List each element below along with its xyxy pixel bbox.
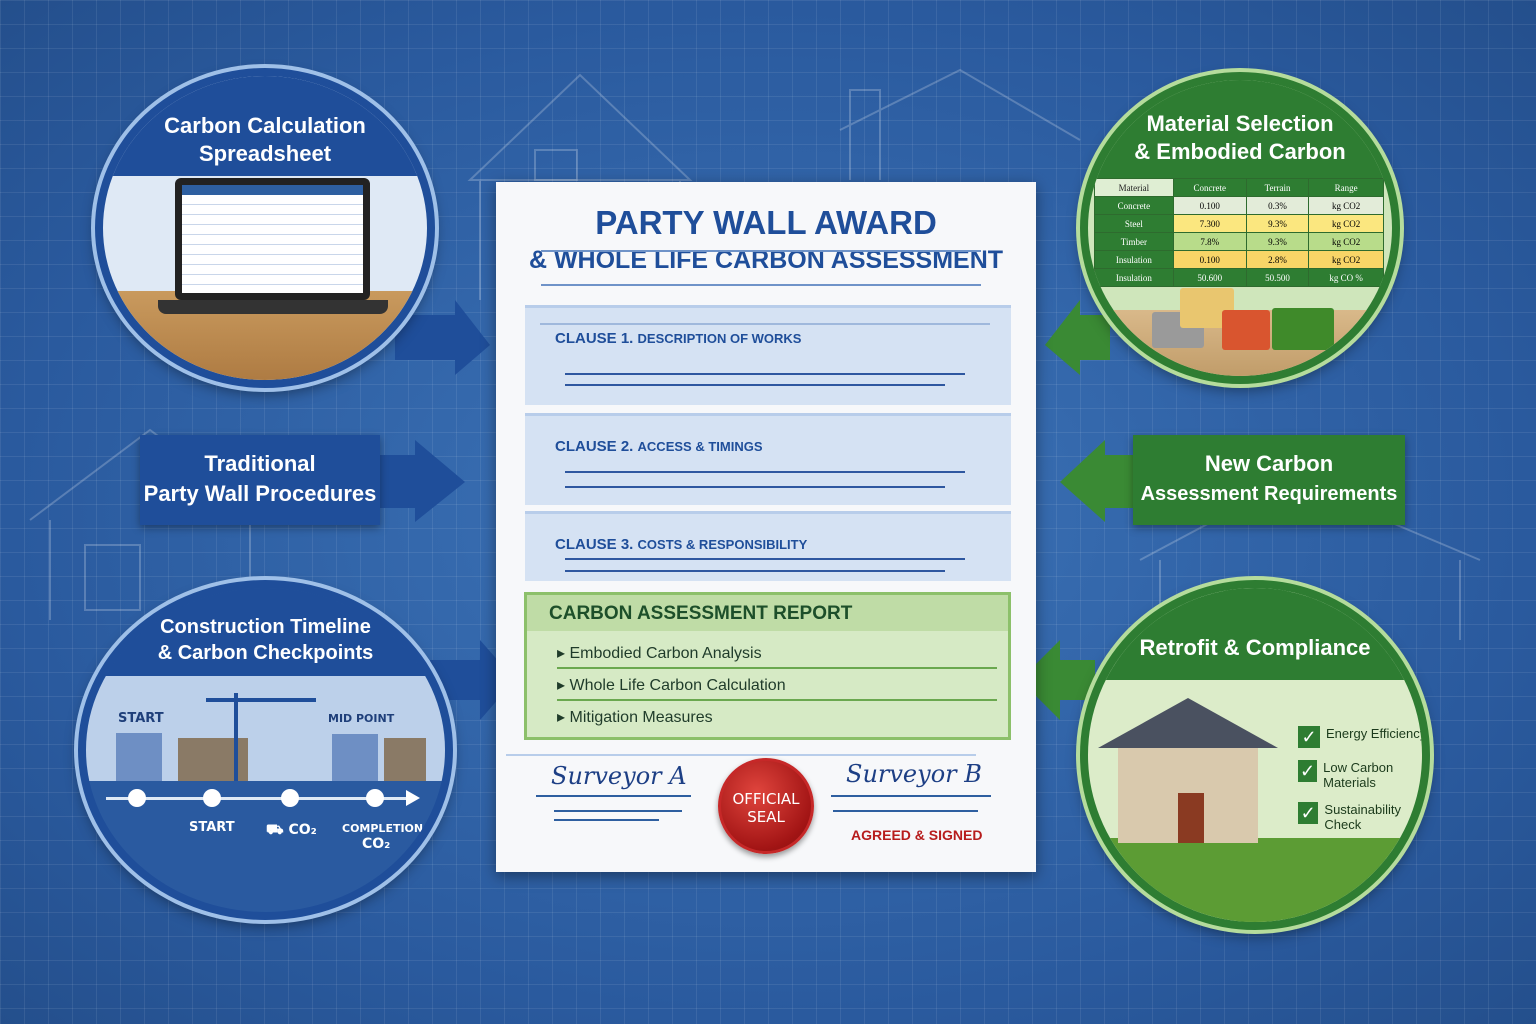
timeline-checkpoint[interactable] (128, 789, 146, 807)
timeline-track (106, 797, 416, 800)
start-label-top: START (118, 711, 164, 726)
report-item: ▸ Embodied Carbon Analysis (557, 643, 997, 669)
clause-1: CLAUSE 1. DESCRIPTION OF WORKS (525, 305, 1011, 405)
lawn (1088, 838, 1422, 922)
completion-co2-label: CO₂ (362, 836, 391, 852)
check-item: ✓Sustainability Check (1298, 802, 1422, 832)
crane-icon (234, 693, 238, 781)
party-wall-award-document: PARTY WALL AWARD & WHOLE LIFE CARBON ASS… (496, 182, 1036, 872)
house-roof (1098, 698, 1278, 748)
construction-timeline-panel: Construction Timeline& Carbon Checkpoint… (78, 580, 453, 920)
checkmark-icon: ✓ (1298, 802, 1319, 824)
report-item: ▸ Whole Life Carbon Calculation (557, 675, 997, 701)
clause-label: COSTS & RESPONSIBILITY (637, 537, 808, 552)
carbon-assessment-report: CARBON ASSESSMENT REPORT ▸ Embodied Carb… (524, 592, 1011, 740)
signature-surveyor-a: Surveyor A (551, 762, 687, 790)
agreed-signed-label: AGREED & SIGNED (851, 827, 983, 843)
arrow-new-requirements-to-document (1060, 440, 1150, 522)
text-line (565, 486, 945, 488)
arrow-timeline-to-document (430, 640, 515, 720)
report-title: CARBON ASSESSMENT REPORT (527, 595, 1008, 631)
clause-number: CLAUSE 1. (555, 330, 634, 347)
house-icon (384, 738, 426, 781)
building-icon (332, 734, 378, 781)
spreadsheet-grid (182, 185, 363, 293)
divider (541, 250, 981, 252)
start-label: START (189, 820, 235, 835)
check-item: ✓Energy Efficiency (1298, 726, 1422, 748)
panel-title: Construction Timeline& Carbon Checkpoint… (157, 616, 374, 664)
panel-title: Retrofit & Compliance (1139, 635, 1371, 660)
co2-label: ⛟ CO₂ (266, 822, 317, 838)
timeline-arrow-icon (406, 790, 420, 806)
checkmark-icon: ✓ (1298, 726, 1320, 748)
clause-2: CLAUSE 2. ACCESS & TIMINGS (525, 413, 1011, 505)
clause-number: CLAUSE 3. (555, 536, 634, 553)
check-item: ✓Low Carbon Materials (1298, 760, 1394, 790)
panel-title: Material Selection& Embodied Carbon (1134, 111, 1346, 164)
laptop-keyboard (158, 300, 388, 314)
clause-label: DESCRIPTION OF WORKS (637, 331, 802, 346)
blueprint-window (534, 149, 578, 181)
arrow-retrofit-to-document (1020, 640, 1095, 720)
truck-icon: ⛟ (266, 822, 284, 838)
clause-3: CLAUSE 3. COSTS & RESPONSIBILITY (525, 511, 1011, 581)
brick-block (1222, 310, 1270, 350)
midpoint-label: MID POINT (328, 712, 395, 725)
text-line (565, 373, 965, 375)
text-line (565, 570, 945, 572)
arrow-traditional-to-document (370, 440, 465, 522)
house-door (1178, 793, 1204, 843)
completion-label: COMPLETION (342, 822, 424, 835)
report-item: ▸ Mitigation Measures (557, 709, 713, 726)
clause-number: CLAUSE 2. (555, 438, 634, 455)
signature-surveyor-b: Surveyor B (846, 760, 982, 788)
laptop-screen (175, 178, 370, 300)
blueprint-house-outline (839, 68, 1081, 180)
timeline-checkpoint[interactable] (203, 789, 221, 807)
text-line (565, 384, 945, 386)
checkmark-icon: ✓ (1298, 760, 1318, 782)
building-icon (116, 733, 162, 781)
text-line (565, 471, 965, 473)
green-insulation-block (1272, 308, 1334, 350)
clause-label: ACCESS & TIMINGS (637, 439, 763, 454)
official-seal: OFFICIAL SEAL (718, 758, 814, 854)
material-selection-panel: Material Selection& Embodied Carbon Mate… (1080, 72, 1400, 384)
text-line (565, 558, 965, 560)
compliance-checklist: ✓Energy Efficiency ✓Low Carbon Materials… (1298, 726, 1422, 832)
timeline-checkpoint[interactable] (281, 789, 299, 807)
retrofit-compliance-panel: Retrofit & Compliance ✓Energy Efficiency… (1080, 580, 1430, 930)
divider (541, 284, 981, 286)
timeline-checkpoint[interactable] (366, 789, 384, 807)
document-title: PARTY WALL AWARD (595, 204, 937, 241)
